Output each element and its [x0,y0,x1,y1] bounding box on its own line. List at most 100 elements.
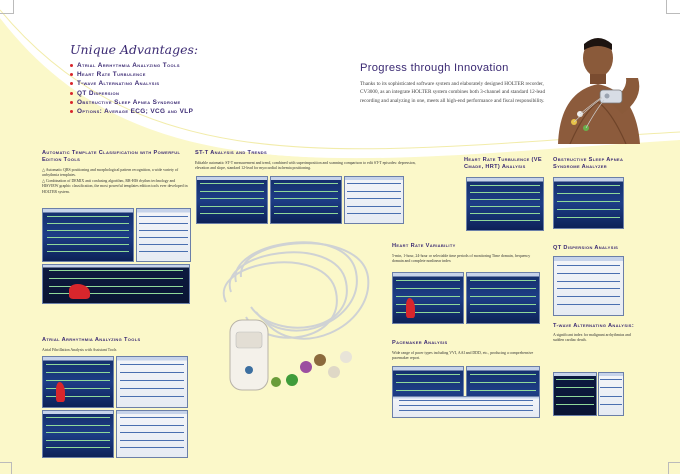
ecg-trace [273,183,339,185]
ecg-trace [469,296,537,297]
advantage-item: Heart Rate Turbulence [70,71,320,78]
advantage-label: T-wave Alternating Analysis [77,80,160,88]
ecg-trace [470,185,540,186]
ecg-trace [273,198,339,199]
osa-title: Obstructive Sleep Apnea Syndrome Analyze… [553,157,624,170]
hrv-section: Heart Rate Variability 5-min, 1-hour, 24… [392,243,540,265]
ecg-trace [45,396,111,397]
advantage-item: Options: Average ECG; VCG and VLP [70,108,320,115]
ecg-trace [555,404,595,405]
ecg-trace [347,205,401,207]
bullet-icon [70,64,73,67]
ecg-trace [119,388,185,389]
ecg-trace [119,364,185,365]
ecg-trace [48,277,184,279]
st-body: Editable automatic ST-T measurement and … [195,161,416,171]
bullet-icon [70,91,73,95]
hrv-title: Heart Rate Variability [392,243,456,249]
twave-title: T-wave Alternating Analysis: [553,323,635,329]
template-p2: △ Combination of DEMIX anti confusing al… [42,178,188,194]
ecg-trace [119,417,185,419]
qt-screenshot [553,256,624,316]
ecg-trace [46,223,130,224]
ecg-trace [469,382,537,383]
ecg-trace [470,219,540,221]
template-screenshot-1 [42,208,134,262]
ecg-trace [199,205,265,207]
ecg-trace [555,395,595,397]
ecg-trace [273,205,339,207]
advantage-item: QT Dispersion [70,90,320,97]
template-screenshot-3 [42,264,190,304]
ecg-trace [273,190,339,192]
page-fold-corner-bottom-right [668,462,680,474]
ecg-trace [347,198,401,199]
ecg-trace [599,395,623,397]
ecg-trace [469,280,537,281]
ecg-trace [395,288,461,289]
ecg-trace [119,439,185,441]
advantage-item: T-wave Alternating Analysis [70,80,320,87]
ecg-trace [45,439,111,441]
ecg-trace [469,390,537,391]
ecg-trace [119,380,185,381]
atrial-screenshot-3 [42,410,114,458]
hrt-title: Heart Rate Turbulence (VE Cmade, HRT) An… [464,157,542,170]
twave-section: T-wave Alternating Analysis: A significa… [553,323,635,344]
ecg-trace [46,250,130,252]
st-screenshot-3 [344,176,404,224]
page-fold-corner-left [0,0,14,14]
ecg-trace [395,304,461,305]
osa-section: Obstructive Sleep Apnea Syndrome Analyze… [553,157,633,171]
pace-section: Pacemaker Analysis Wide range of pacer t… [392,340,542,362]
ecg-trace [119,432,185,433]
progress-body: Thanks to its sophisticated software sys… [360,81,546,104]
ecg-trace [119,372,185,373]
ecg-trace [139,250,188,252]
ecg-trace [347,212,401,214]
ecg-trace [398,405,534,406]
ecg-trace [470,213,540,214]
ecg-trace [45,446,111,448]
ecg-trace [599,378,623,380]
ecg-trace [469,288,537,289]
ecg-trace [556,296,621,297]
ecg-trace [45,417,111,419]
ecg-trace [599,404,623,405]
ecg-trace [599,387,623,388]
ecg-trace [469,374,537,375]
atrial-title: Atrial Arrhythmia Analyzing Tools [42,337,141,343]
ecg-trace [139,216,188,217]
ecg-trace [46,244,130,245]
qt-title: QT Dispersion Analysis [553,245,619,251]
twave-screenshot-2 [598,372,624,416]
atrial-section: Atrial Arrhythmia Analyzing Tools Atrial… [42,337,192,353]
page-fold-corner-right [666,0,680,14]
advantage-item: Obstructive Sleep Apnea Syndrome [70,99,320,106]
ecg-trace [45,432,111,433]
ecg-trace [556,185,621,186]
bullet-icon [70,109,73,113]
ecg-trace [46,216,130,217]
pace-screenshot-3 [392,396,540,418]
ecg-trace [119,424,185,426]
pace-body: Wide range of pacer types including VVI,… [392,351,534,361]
qt-section: QT Dispersion Analysis [553,245,633,252]
page-fold-corner-bottom-left [0,462,12,474]
ecg-trace [555,387,595,388]
histogram-peak [405,298,416,318]
ecg-trace [45,424,111,426]
atrial-screenshot-2 [116,356,188,408]
hrv-screenshot-2 [466,272,540,324]
advantages-block: Unique Advantages: Atrial Arrhythmia Ana… [70,42,320,117]
ecg-trace [139,230,188,231]
ecg-trace [139,223,188,224]
bullet-icon [70,82,73,86]
ecg-trace [556,193,621,194]
advantage-label: Atrial Arrhythmia Analyzing Tools [77,62,180,69]
atrial-screenshot-4 [116,410,188,458]
bullet-icon [70,73,73,77]
ecg-trace [139,237,188,238]
ecg-trace [347,183,401,185]
